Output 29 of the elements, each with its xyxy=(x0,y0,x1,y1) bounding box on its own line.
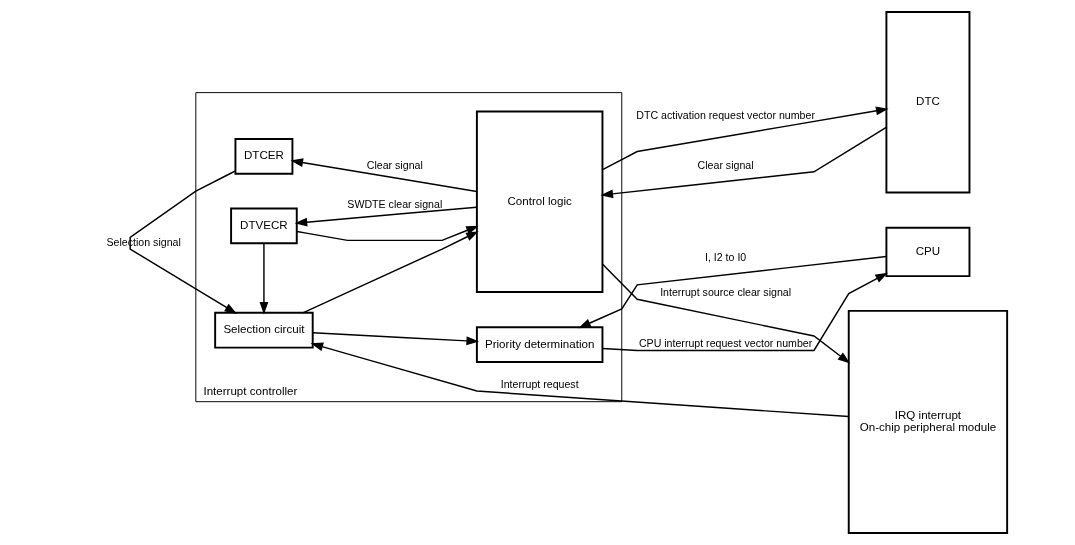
arrow xyxy=(129,170,238,314)
edge-label: CPU interrupt request vector number xyxy=(638,337,813,350)
arrow xyxy=(601,263,851,364)
arrow xyxy=(578,255,888,329)
arrow xyxy=(601,272,888,352)
node-box: Selection circuit xyxy=(214,311,314,349)
arrow xyxy=(302,231,479,314)
arrow xyxy=(601,106,889,171)
node-box: DTVECR xyxy=(230,207,298,245)
arrow xyxy=(259,242,269,315)
node-box: Priority determination xyxy=(475,326,604,364)
node-box: CPU xyxy=(885,226,971,278)
node-box: DTCER xyxy=(234,138,294,175)
arrow xyxy=(296,225,479,242)
edge-label: Interrupt request xyxy=(500,377,579,390)
node-box: IRQ interrupt On-chip peripheral module xyxy=(847,309,1009,534)
edge-label: DTC activation request vector number xyxy=(636,109,815,122)
edge-label: I, I2 to I0 xyxy=(704,251,747,264)
node-box: Control logic xyxy=(475,110,604,294)
arrow xyxy=(312,332,479,346)
arrow xyxy=(600,126,887,199)
edge-label: Clear signal xyxy=(697,158,754,171)
edge-label: Interrupt source clear signal xyxy=(660,286,792,299)
arrow xyxy=(294,206,478,227)
edge-label: Clear signal xyxy=(366,158,423,171)
node-box: DTC xyxy=(885,11,971,194)
arrow xyxy=(290,158,478,193)
edge-label: SWDTE clear signal xyxy=(347,198,443,211)
arrow xyxy=(310,342,850,418)
